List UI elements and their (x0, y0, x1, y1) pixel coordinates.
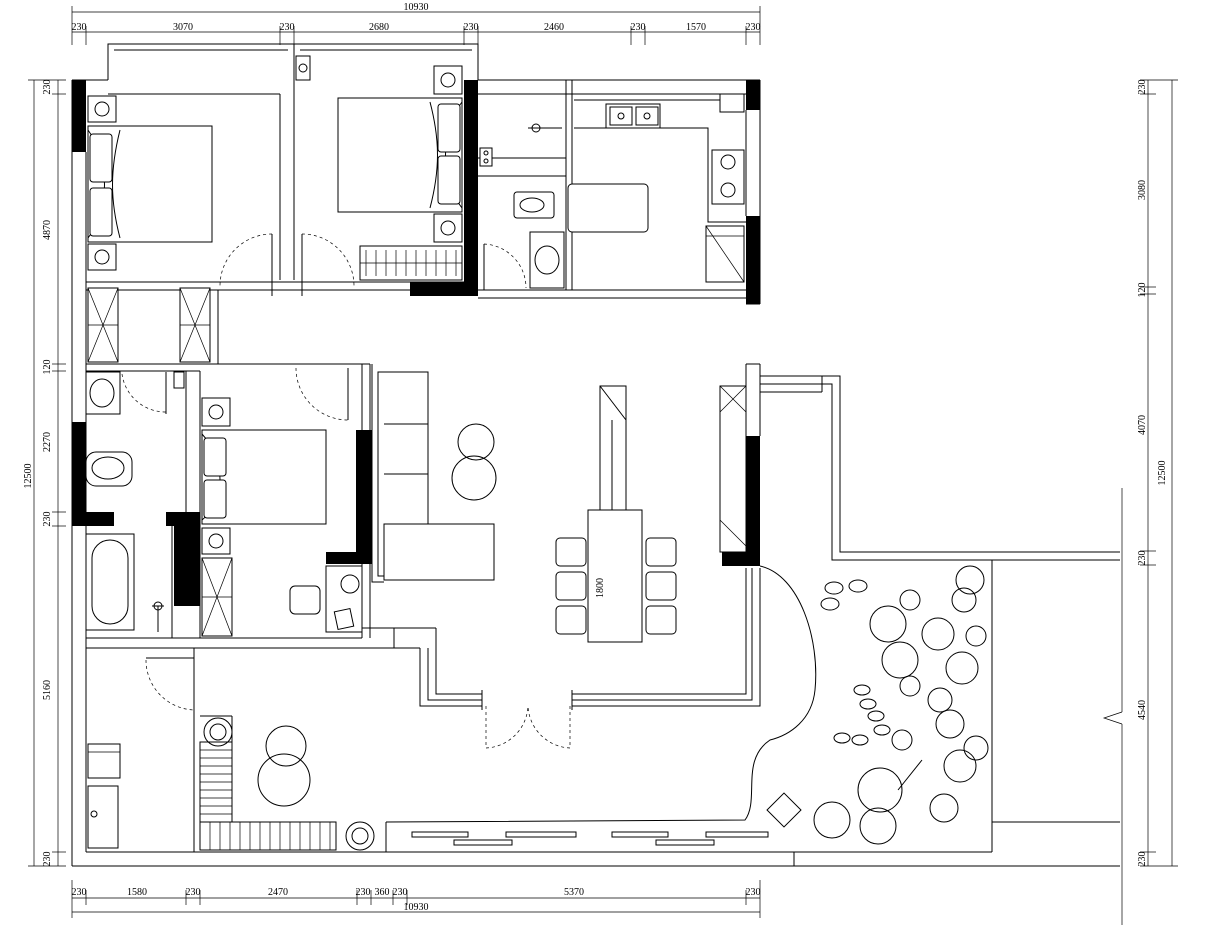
right-dim-4: 4070 (1137, 415, 1148, 435)
left-dim-6: 5160 (42, 680, 53, 700)
bottom-dim-4: 2470 (268, 887, 288, 898)
plant-1 (203, 717, 233, 747)
left-total-dim: 12500 (23, 464, 34, 489)
door-swings (121, 233, 571, 749)
bottom-dimension-chain: 230 1580 230 2470 230 360 230 5370 230 1… (72, 880, 761, 918)
top-total-dim: 10930 (404, 2, 429, 13)
kitchen-sink (605, 103, 661, 129)
living-room: 1800 (371, 364, 747, 643)
top-dimension-chain: 10930 230 3070 230 2680 230 2460 230 157… (72, 2, 761, 45)
coffee-table-2 (451, 455, 497, 501)
right-total-dim: 12500 (1157, 461, 1168, 486)
nightstand-3a (201, 397, 231, 427)
top-dim-7: 230 (631, 22, 646, 33)
bathtub (85, 533, 135, 631)
right-dim-7: 230 (1137, 852, 1148, 867)
left-dimension-chain: 12500 230 4870 120 2270 230 5160 230 (23, 80, 66, 867)
cooktop (711, 149, 745, 205)
right-dim-5: 230 (1137, 551, 1148, 566)
left-dim-5: 230 (42, 512, 53, 527)
right-dim-6: 4540 (1137, 700, 1148, 720)
top-dim-8: 1570 (686, 22, 706, 33)
bottom-total-dim: 10930 (404, 902, 429, 913)
bottom-dim-6: 360 (375, 887, 390, 898)
side-cabinet (719, 385, 747, 553)
bottom-dim-1: 230 (72, 887, 87, 898)
left-dim-4: 2270 (42, 432, 53, 452)
washing-machine (87, 743, 121, 779)
nightstand-2b (433, 213, 463, 243)
nightstand-1a (87, 95, 117, 123)
dining-table-label: 1800 (595, 578, 606, 598)
coffee-table-1 (457, 423, 495, 461)
right-dim-2: 3080 (1137, 180, 1148, 200)
nightstand-1b (87, 243, 117, 271)
bottom-dim-3: 230 (186, 887, 201, 898)
utility-room (87, 743, 121, 849)
right-dim-1: 230 (1137, 80, 1148, 95)
nightstand-3b (201, 527, 231, 555)
bathroom-2 (85, 371, 185, 632)
bottom-dim-7: 230 (393, 887, 408, 898)
bedroom-3 (201, 397, 363, 637)
bathroom-sink-2 (85, 371, 121, 415)
left-dim-2: 4870 (42, 220, 53, 240)
bottom-dim-8: 5370 (564, 887, 584, 898)
right-dim-3: 120 (1137, 283, 1148, 298)
bottom-dim-2: 1580 (127, 887, 147, 898)
nightstand-2a (433, 65, 463, 95)
garden-plants (813, 565, 989, 845)
kitchen-island (567, 183, 649, 233)
squat-toilet (513, 191, 555, 219)
left-dim-1: 230 (42, 80, 53, 95)
bedroom-2 (295, 55, 463, 281)
bathroom-1 (479, 123, 565, 289)
top-dim-1: 230 (72, 22, 87, 33)
top-dim-5: 230 (464, 22, 479, 33)
bottom-dim-5: 230 (356, 887, 371, 898)
kitchen (567, 93, 746, 283)
dining-table (587, 509, 643, 643)
top-dim-9: 230 (746, 22, 761, 33)
top-dim-3: 230 (280, 22, 295, 33)
top-dim-4: 2680 (369, 22, 389, 33)
bathroom-sink-1 (529, 231, 565, 289)
top-dim-6: 2460 (544, 22, 564, 33)
desk-chair (289, 585, 321, 615)
study (199, 717, 375, 851)
left-dim-7: 230 (42, 852, 53, 867)
outer-walls (71, 43, 1120, 867)
top-dim-2: 3070 (173, 22, 193, 33)
garden-steps (411, 759, 923, 846)
plant-2 (345, 821, 375, 851)
sofa-chaise (383, 523, 495, 581)
round-table-1 (265, 725, 307, 767)
left-dim-3: 120 (42, 360, 53, 375)
right-dimension-chain: 230 3080 120 4070 230 4540 230 12500 (1102, 80, 1178, 925)
round-table-2 (257, 753, 311, 807)
bottom-dim-9: 230 (746, 887, 761, 898)
bedroom-1 (87, 95, 213, 363)
tv-cabinet (599, 385, 627, 517)
